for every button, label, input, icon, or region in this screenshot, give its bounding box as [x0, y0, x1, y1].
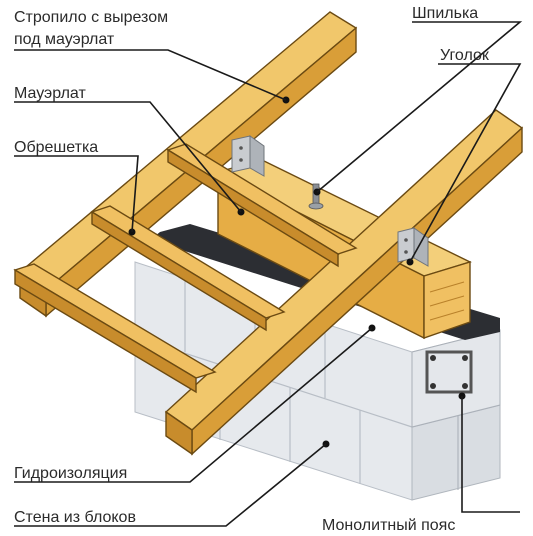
- leader-lathing: [14, 155, 139, 233]
- label-stud: Шпилька: [412, 5, 478, 22]
- label-rafter-line2: под мауэрлат: [14, 31, 115, 48]
- leader-monolithic-belt: [461, 396, 520, 513]
- leader-block-wall: [14, 443, 327, 527]
- label-block-wall: Стена из блоков: [14, 509, 136, 526]
- stud-and-corners: [128, 135, 466, 448]
- label-monolithic-belt: Монолитный пояс: [322, 517, 455, 534]
- leader-mauerlat: [14, 101, 242, 213]
- label-waterproofing: Гидроизоляция: [14, 465, 127, 482]
- leader-lines: [14, 21, 523, 527]
- label-corner: Уголок: [440, 47, 490, 64]
- leader-stud: [316, 21, 523, 193]
- leader-waterproofing: [14, 327, 373, 483]
- label-lathing: Обрешетка: [14, 139, 98, 156]
- label-rafter: Стропило с вырезом: [14, 9, 168, 26]
- lathing-battens: [13, 143, 358, 394]
- label-mauerlat: Мауэрлат: [14, 85, 86, 102]
- leader-corner: [409, 63, 522, 263]
- leader-rafter: [14, 49, 287, 101]
- corner-bracket-left: [231, 135, 265, 177]
